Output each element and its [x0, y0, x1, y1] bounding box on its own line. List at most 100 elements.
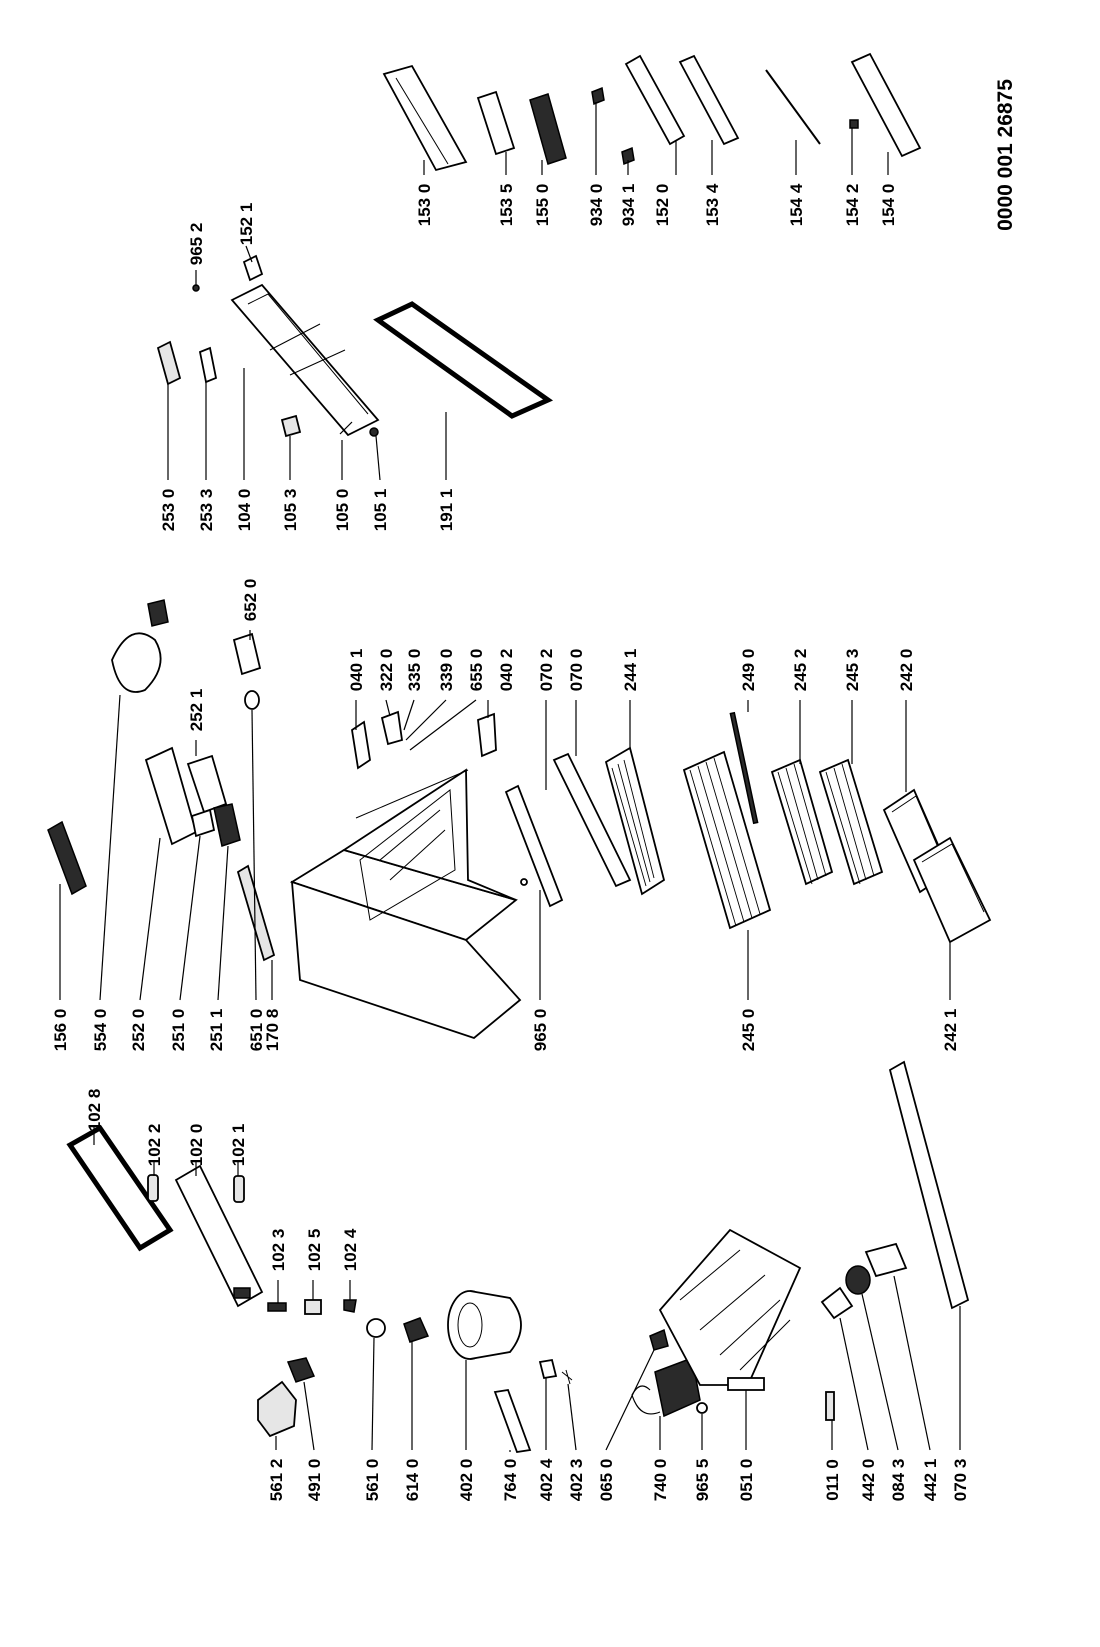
strip-170-8 [236, 864, 276, 962]
egg-tray-156-0 [47, 820, 87, 896]
door-panel-102-0 [174, 1164, 264, 1308]
label-102-3: 102 3 [269, 1229, 288, 1272]
shelf-245-2-grid [777, 763, 827, 885]
label-561-2: 561 2 [267, 1459, 286, 1502]
label-245-3: 245 3 [843, 649, 862, 692]
label-170-8: 170 8 [263, 1009, 282, 1052]
cabinet-body [290, 880, 522, 1040]
condenser-740-0 [654, 1356, 701, 1418]
drum-554-0 [111, 632, 162, 693]
label-070-2: 070 2 [537, 649, 556, 692]
bracket-402-4 [538, 1358, 558, 1380]
cabinet-inner [359, 789, 456, 921]
label-554-0: 554 0 [91, 1009, 110, 1052]
label-154-2: 154 2 [843, 184, 862, 227]
label-402-4: 402 4 [537, 1458, 556, 1501]
rail-070-0 [552, 752, 632, 888]
label-152-1: 152 1 [237, 203, 256, 246]
compressor-top [457, 1302, 483, 1348]
valve-065-0 [649, 1328, 669, 1351]
shelf-245-0 [682, 750, 772, 930]
label-652-0: 652 0 [241, 579, 260, 622]
door-104-0 [230, 283, 380, 437]
label-402-3: 402 3 [567, 1459, 586, 1502]
label-102-4: 102 4 [341, 1228, 360, 1271]
screw-965-0 [520, 878, 528, 886]
hinge-105-3 [280, 414, 302, 438]
label-104-0: 104 0 [235, 489, 254, 532]
hinge-253-3 [198, 346, 218, 384]
label-105-1: 105 1 [371, 489, 390, 532]
document-number: 0000 001 26875 [994, 79, 1017, 231]
label-153-5: 153 5 [497, 184, 516, 227]
label-339-0: 339 0 [437, 649, 456, 692]
clip-102-3 [267, 1302, 287, 1312]
drawer-242-0-top [891, 795, 947, 867]
panel-handle-detail [233, 1287, 251, 1299]
shelf-group [604, 711, 884, 930]
label-253-3: 253 3 [197, 489, 216, 532]
bracket-322-0 [380, 710, 404, 746]
hinge-152-1 [242, 254, 264, 282]
foot-011-0 [825, 1391, 835, 1421]
label-740-0: 740 0 [651, 1459, 670, 1502]
shelf-245-3 [818, 758, 884, 886]
clip-934-0 [591, 86, 605, 106]
door-panel-group [66, 1124, 357, 1315]
label-655-0: 655 0 [467, 649, 486, 692]
clip-154-2 [849, 119, 859, 129]
label-105-0: 105 0 [333, 489, 352, 532]
label-084-3: 084 3 [889, 1459, 908, 1502]
label-153-0: 153 0 [415, 184, 434, 227]
door-group [156, 254, 554, 438]
label-152-0: 152 0 [653, 184, 672, 227]
base-frame-051-0 [658, 1228, 802, 1386]
label-965-0: 965 0 [531, 1009, 550, 1052]
label-102-8: 102 8 [85, 1089, 104, 1132]
label-561-0: 561 0 [363, 1459, 382, 1502]
label-051-0: 051 0 [737, 1459, 756, 1502]
housing-252-0 [144, 746, 198, 846]
door-inner [247, 293, 369, 415]
screw-105-0 [339, 421, 353, 435]
label-242-1: 242 1 [941, 1009, 960, 1052]
drawer-242-1-top [921, 843, 985, 913]
label-242-0: 242 0 [897, 649, 916, 692]
label-154-4: 154 4 [787, 183, 806, 226]
cover-102-5 [304, 1299, 322, 1315]
label-155-0: 155 0 [533, 184, 552, 227]
label-442-1: 442 1 [921, 1459, 940, 1502]
label-252-1: 252 1 [187, 689, 206, 732]
bracket-554 [147, 599, 169, 627]
shelf-153-0-inner [395, 77, 449, 165]
base-frame-detail [679, 1249, 791, 1371]
label-252-0: 252 0 [129, 1009, 148, 1052]
hinge-clip-102-2 [147, 1174, 159, 1202]
leader-lines [59, 102, 961, 1452]
label-651-0: 651 0 [247, 1009, 266, 1052]
label-153-4: 153 4 [703, 183, 722, 226]
bulb-651-0 [244, 690, 260, 710]
gasket-191-1 [373, 301, 554, 419]
thermostat-group [47, 599, 276, 962]
rail-070-2 [504, 784, 564, 908]
label-402-0: 402 0 [457, 1459, 476, 1502]
label-251-0: 251 0 [169, 1009, 188, 1052]
shelf-245-3-grid [825, 763, 875, 885]
door-shelf-group [382, 52, 922, 172]
part-labels: 102 8 102 2 102 0 102 1 102 3 102 5 102 … [51, 79, 1017, 1501]
shelf-244-1 [604, 746, 666, 896]
cabinet-trim [355, 769, 469, 819]
label-934-1: 934 1 [619, 184, 638, 227]
relay-561-2 [257, 1380, 297, 1438]
light-652-0 [232, 632, 262, 676]
label-105-3: 105 3 [281, 489, 300, 532]
rail-153-4 [678, 54, 740, 146]
label-251-1: 251 1 [207, 1009, 226, 1052]
small-part-102-4 [343, 1299, 357, 1313]
label-102-1: 102 1 [229, 1124, 248, 1167]
condenser-pipe [631, 1385, 661, 1415]
shelf-245-2 [770, 758, 834, 886]
clip-934-1 [621, 146, 635, 166]
compressor-body [469, 1290, 522, 1360]
